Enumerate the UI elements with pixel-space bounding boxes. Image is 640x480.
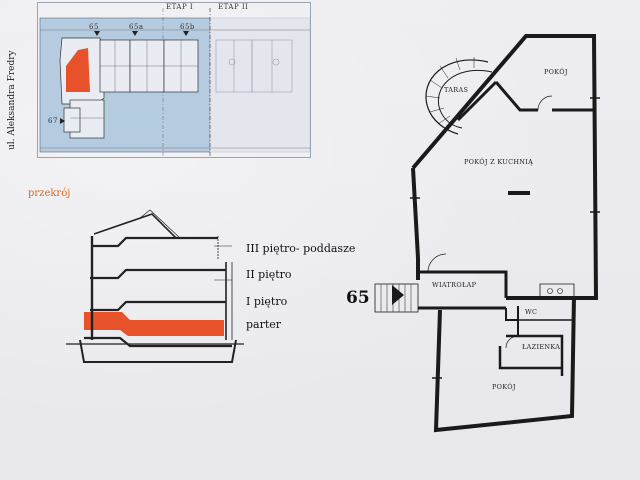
unit-marker-65: 65 xyxy=(89,23,99,31)
level-1-label: I piętro xyxy=(246,295,288,308)
highlighted-level-parter xyxy=(84,312,224,336)
room-label-living-kitchen: POKÓJ Z KUCHNIĄ xyxy=(464,158,534,166)
room-label-room-bottom: POKÓJ xyxy=(492,383,516,391)
unit-marker-65b: 65b xyxy=(180,23,195,31)
unit-number: 65 xyxy=(346,288,370,308)
unit-marker-arrows xyxy=(60,31,189,124)
level-3-label: III piętro- poddasze xyxy=(246,242,356,255)
level-2-label: II piętro xyxy=(246,268,292,281)
room-label-wc: WC xyxy=(525,308,538,316)
entrance-arrow-icon xyxy=(392,285,404,305)
highlighted-unit-site xyxy=(66,48,90,92)
section-title: przekrój xyxy=(28,188,71,199)
stage-2-buildings xyxy=(215,39,293,93)
site-area-stage-2 xyxy=(209,17,311,153)
level-0-label: parter xyxy=(246,318,282,331)
room-label-terrace: TARAS xyxy=(444,86,469,94)
unit-marker-65a: 65a xyxy=(129,23,144,31)
room-label-bathroom: ŁAZIENKA xyxy=(522,343,561,351)
room-label-vestibule: WIATROŁAP xyxy=(432,281,477,289)
room-label-room-top: POKÓJ xyxy=(544,68,568,76)
living-room-marker xyxy=(508,191,530,195)
unit-marker-67: 67 xyxy=(48,117,58,125)
stage-1-label: ETAP I xyxy=(166,3,194,11)
stage-2-label: ETAP II xyxy=(218,3,249,11)
site-plan-frame xyxy=(37,2,311,158)
